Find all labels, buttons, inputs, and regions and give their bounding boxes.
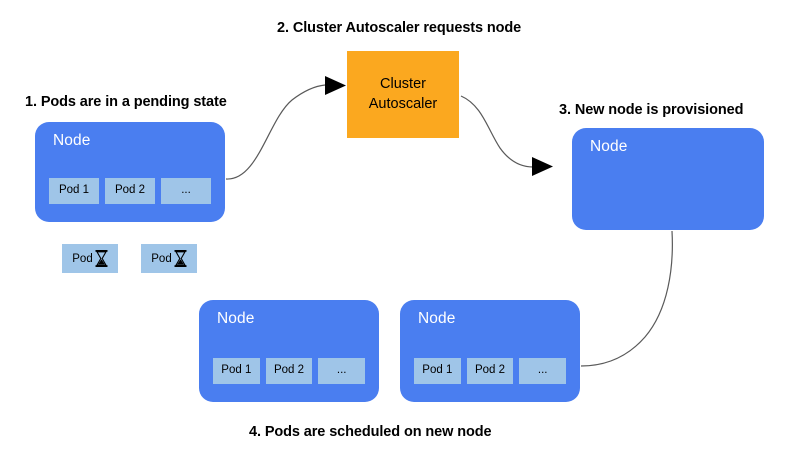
- pod-chip[interactable]: Pod 1: [213, 358, 260, 384]
- arrow-autoscaler-to-new-node: [460, 95, 553, 176]
- pod-chip[interactable]: ...: [318, 358, 366, 384]
- node-scheduled-right-pod-row: Pod 1 Pod 2 ...: [414, 358, 567, 384]
- pending-pod-label: Pod: [151, 252, 172, 265]
- step-label-1: 1. Pods are in a pending state: [25, 94, 227, 110]
- pod-chip[interactable]: ...: [161, 178, 211, 204]
- node-scheduled-left-pod-row: Pod 1 Pod 2 ...: [213, 358, 366, 384]
- node-new[interactable]: Node: [572, 128, 764, 230]
- node-pending-title: Node: [53, 132, 91, 149]
- pod-chip[interactable]: Pod 2: [265, 358, 313, 384]
- pod-chip[interactable]: ...: [519, 358, 567, 384]
- arrow-pending-to-autoscaler: [225, 76, 346, 180]
- step-label-2: 2. Cluster Autoscaler requests node: [277, 20, 522, 36]
- pending-pod-2[interactable]: Pod: [141, 244, 197, 273]
- hourglass-icon: [174, 250, 187, 267]
- arrow-new-node-to-scheduled: [580, 230, 673, 367]
- cluster-autoscaler-line2: Autoscaler: [368, 95, 438, 112]
- step-label-4: 4. Pods are scheduled on new node: [249, 424, 492, 440]
- pod-chip[interactable]: Pod 1: [49, 178, 99, 204]
- cluster-autoscaler-box[interactable]: Cluster Autoscaler: [347, 51, 459, 138]
- step-label-3: 3. New node is provisioned: [559, 102, 744, 118]
- node-pending-pod-row: Pod 1 Pod 2 ...: [49, 178, 211, 204]
- node-scheduled-right-title: Node: [418, 310, 456, 327]
- pending-pod-1[interactable]: Pod: [62, 244, 118, 273]
- pending-pod-label: Pod: [72, 252, 93, 265]
- node-scheduled-left-title: Node: [217, 310, 255, 327]
- pod-chip[interactable]: Pod 2: [105, 178, 155, 204]
- pod-chip[interactable]: Pod 1: [414, 358, 461, 384]
- node-new-title: Node: [590, 138, 628, 155]
- node-scheduled-right[interactable]: Node Pod 1 Pod 2 ...: [400, 300, 580, 402]
- hourglass-icon: [95, 250, 108, 267]
- node-scheduled-left[interactable]: Node Pod 1 Pod 2 ...: [199, 300, 379, 402]
- pod-chip[interactable]: Pod 2: [466, 358, 514, 384]
- node-pending[interactable]: Node Pod 1 Pod 2 ...: [35, 122, 225, 222]
- cluster-autoscaler-line1: Cluster: [380, 75, 426, 92]
